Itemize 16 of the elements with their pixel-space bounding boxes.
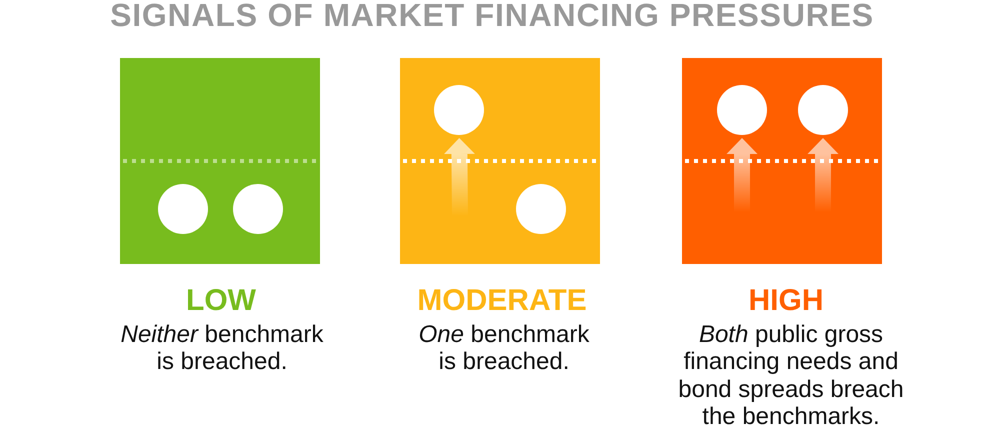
upward-arrow — [444, 138, 475, 216]
upward-arrow — [808, 138, 838, 212]
indicator-circle — [434, 85, 484, 135]
indicator-circle — [717, 85, 767, 135]
indicator-circle — [233, 184, 283, 234]
level-description: Neither benchmark is breached. — [120, 320, 324, 376]
upward-arrow — [726, 138, 758, 212]
level-heading: LOW — [186, 285, 256, 317]
indicator-circle — [798, 85, 848, 135]
level-description: Both public gross financing needs and bond spreads breach the benchmarks. — [677, 320, 905, 430]
diagram-title: SIGNALS OF MARKET FINANCING PRESSURES — [110, 0, 874, 30]
level-heading: MODERATE — [417, 285, 587, 317]
indicator-circle — [158, 184, 208, 234]
indicator-circle — [516, 184, 566, 234]
level-description: One benchmark is breached. — [418, 320, 590, 376]
level-heading: HIGH — [748, 285, 824, 317]
